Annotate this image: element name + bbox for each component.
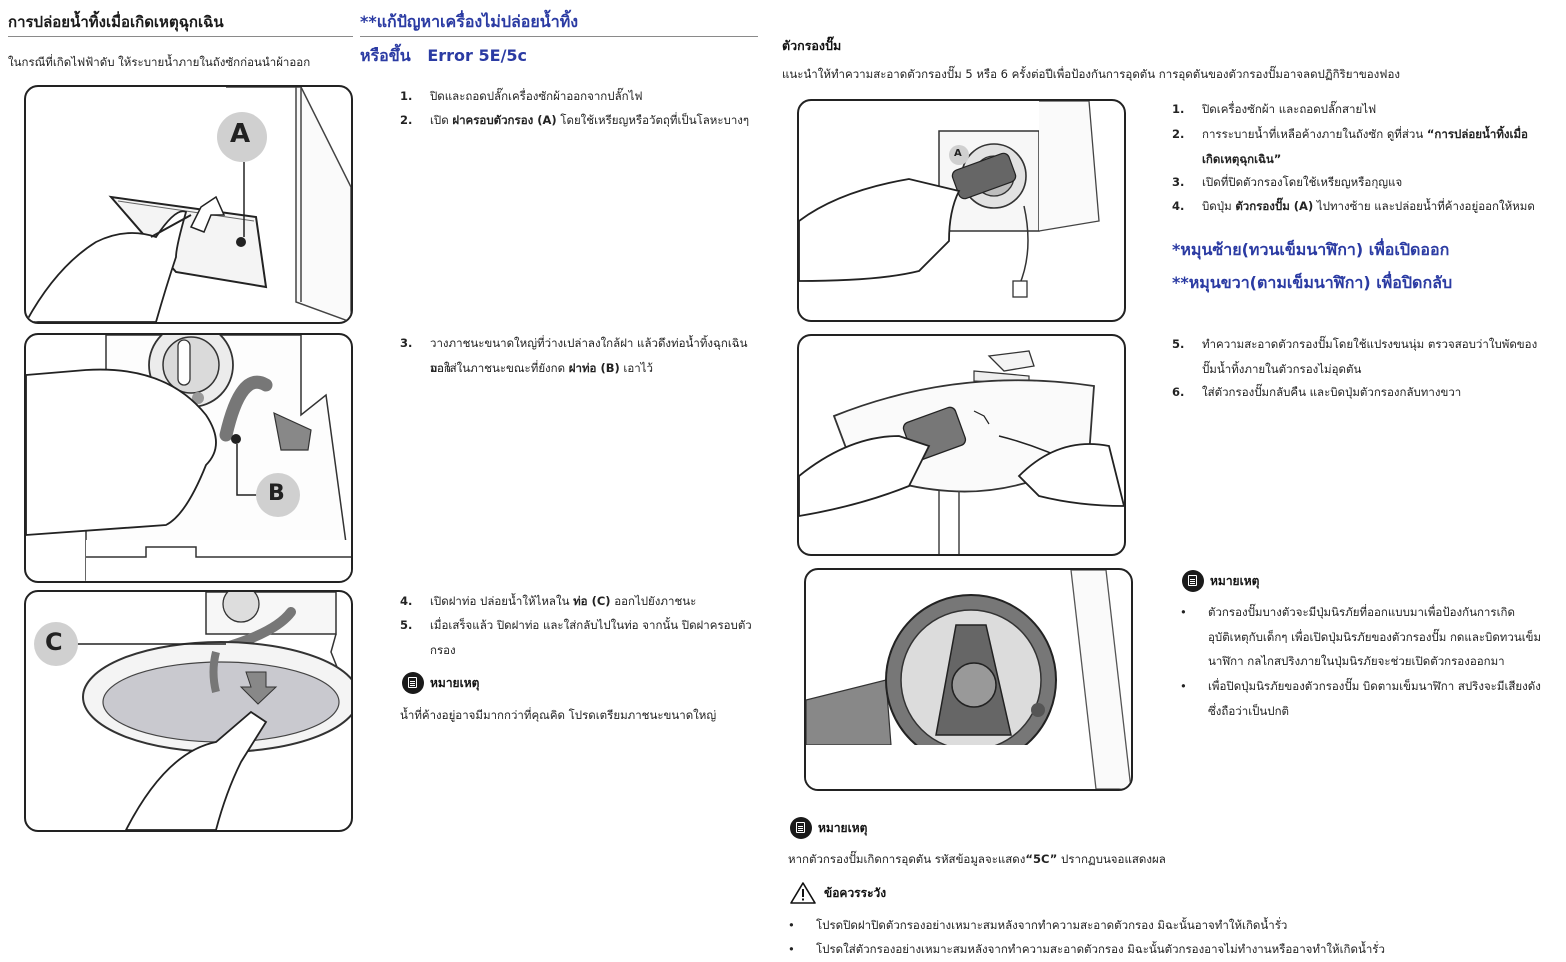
- bullet-line1: เพื่อปิดปุ่มนิรภัยของตัวกรองปั๊ม บิดตามเ…: [1208, 679, 1541, 693]
- mid-note-heading: หมายเหตุ: [402, 672, 479, 694]
- troubleshoot-heading-line2: หรือขึ้น Error 5E/5c: [360, 44, 527, 69]
- warning-triangle-icon: [790, 882, 816, 904]
- step-text: เปิด ฝาครอบตัวกรอง (A) โดยใช้เหรียญหรือว…: [430, 113, 750, 127]
- illustration-pull-out-hose: B: [24, 333, 353, 583]
- right-note1-bullet-1: • ตัวกรองปั๊มบางตัวจะมีปุ่มนิรภัยที่ออกแ…: [1180, 600, 1560, 674]
- bullet-line2: อุบัติเหตุกับเด็กๆ เพื่อเปิดปุ่มนิรภัยขอ…: [1208, 629, 1542, 644]
- turn-right-hint: **หมุนขวา(ตามเข็มนาฬิกา) เพื่อปิดกลับ: [1172, 273, 1453, 292]
- note-title: หมายเหตุ: [818, 820, 868, 835]
- bullet-line2: ซึ่งถือว่าเป็นปกติ: [1208, 703, 1290, 718]
- step-text-line2: เกิดเหตุฉุกเฉิน”: [1202, 151, 1282, 166]
- middle-title-rule: [360, 36, 758, 37]
- pump-filter-intro: แนะนำให้ทำความสะอาดตัวกรองปั๊ม 5 หรือ 6 …: [782, 67, 1400, 81]
- caution-title: ข้อควรระวัง: [824, 885, 887, 900]
- troubleshoot-heading-line1: **แก้ปัญหาเครื่องไม่ปล่อยน้ำทิ้ง: [360, 12, 579, 31]
- step-number: 3.: [400, 336, 413, 350]
- right-step-5: 5. ทำความสะอาดตัวกรองปั๊มโดยใช้แปรงขนนุ่…: [1172, 332, 1552, 382]
- step-text: เปิดที่ปิดตัวกรองโดยใช้เหรียญหรือกุญแจ: [1202, 175, 1403, 189]
- right-note2-heading: หมายเหตุ: [790, 817, 867, 839]
- note-title: หมายเหตุ: [430, 675, 480, 690]
- bullet-dot: •: [1180, 679, 1187, 693]
- step-text: เปิดฝาท่อ ปล่อยน้ำให้ไหลใน ท่อ (C) ออกไป…: [430, 594, 697, 608]
- step-text-line2: ปั๊มน้ำทิ้งภายในตัวกรองไม่อุดตัน: [1202, 361, 1362, 376]
- illustration-turn-pump-filter: A: [797, 99, 1126, 322]
- note-icon: [1182, 570, 1204, 592]
- left-title-rule: [8, 36, 353, 37]
- step-number: 2.: [400, 113, 413, 127]
- callout-a-label: A: [230, 119, 251, 149]
- bullet-dot: •: [788, 942, 795, 956]
- illustration-safety-button-filter: [804, 568, 1133, 791]
- mid-note-text: น้ำที่ค้างอยู่อาจมีมากกว่าที่คุณคิด โปรด…: [400, 708, 717, 722]
- callout-a-pump-label: A: [954, 148, 962, 159]
- step-text: บิดปุ่ม ตัวกรองปั๊ม (A) ไปทางซ้าย และปล่…: [1202, 199, 1535, 213]
- illustration-clean-filter-brush: [797, 334, 1126, 556]
- step-number: 6.: [1172, 385, 1185, 399]
- step-number: 1.: [400, 89, 413, 103]
- step-number: 4.: [400, 594, 413, 608]
- step-number: 2.: [1172, 127, 1185, 141]
- bullet-text: โปรดใส่ตัวกรองอย่างเหมาะสมหลังจากทำความส…: [816, 942, 1385, 956]
- emergency-drain-intro: ในกรณีที่เกิดไฟฟ้าดับ ให้ระบายน้ำภายในถั…: [8, 55, 311, 69]
- mid-step-5: 5. เมื่อเสร็จแล้ว ปิดฝาท่อ และใส่กลับไปใ…: [400, 613, 760, 663]
- illustration-drain-into-container: C: [24, 590, 353, 832]
- bullet-text: โปรดปิดฝาปิดตัวกรองอย่างเหมาะสมหลังจากทำ…: [816, 918, 1288, 932]
- step-text: ใส่ตัวกรองปั๊มกลับคืน และบิดปุ่มตัวกรองก…: [1202, 385, 1462, 399]
- step-number: 5.: [1172, 337, 1185, 351]
- step-number: 4.: [1172, 199, 1185, 213]
- illustration-open-filter-cover: A: [24, 85, 353, 324]
- emergency-drain-title: การปล่อยน้ำทิ้งเมื่อเกิดเหตุฉุกเฉิน: [8, 13, 224, 31]
- bullet-dot: •: [788, 918, 795, 932]
- right-note1-bullet-2: • เพื่อปิดปุ่มนิรภัยของตัวกรองปั๊ม บิดตา…: [1180, 674, 1560, 724]
- pump-filter-title: ตัวกรองปั๊ม: [782, 38, 842, 53]
- step-text-line2: กรอง: [430, 642, 456, 657]
- bullet-line1: ตัวกรองปั๊มบางตัวจะมีปุ่มนิรภัยที่ออกแบบ…: [1208, 605, 1515, 619]
- mid-step-3: 3. วางภาชนะขนาดใหญ่ที่ว่างเปล่าลงใกล้ฝา …: [400, 331, 760, 381]
- bullet-dot: •: [1180, 605, 1187, 619]
- bullet-line3: นาฬิกา กลไกสปริงภายในปุ่มนิรภัยจะช่วยเปิ…: [1208, 654, 1505, 668]
- callout-b-label: B: [268, 481, 285, 506]
- heading-prefix: หรือขึ้น: [360, 46, 411, 65]
- step-text-line1: เมื่อเสร็จแล้ว ปิดฝาท่อ และใส่กลับไปในท่…: [430, 618, 752, 632]
- caution-heading: ข้อควรระวัง: [790, 881, 886, 905]
- step-number: 1.: [1172, 102, 1185, 116]
- step-text-line1: การระบายน้ำที่เหลือค้างภายในถังซัก ดูที่…: [1202, 127, 1528, 141]
- note-icon: [790, 817, 812, 839]
- callout-c-label: C: [45, 628, 63, 656]
- turn-left-hint: *หมุนซ้าย(ทวนเข็มนาฬิกา) เพื่อเปิดออก: [1172, 240, 1450, 259]
- step-number: 5.: [400, 618, 413, 632]
- step-text: ปิดเครื่องซักผ้า และถอดปลั๊กสายไฟ: [1202, 102, 1377, 116]
- step-text-line2: มาใส่ในภาชนะขณะที่ยังกด ฝาท่อ (B) เอาไว้: [430, 360, 653, 375]
- note-title: หมายเหตุ: [1210, 573, 1260, 588]
- step-number: 3.: [1172, 175, 1185, 189]
- right-note1-heading: หมายเหตุ: [1182, 570, 1259, 592]
- right-step-2: 2. การระบายน้ำที่เหลือค้างภายในถังซัก ดู…: [1172, 122, 1552, 172]
- step-text-line1: ทำความสะอาดตัวกรองปั๊มโดยใช้แปรงขนนุ่ม ต…: [1202, 337, 1538, 351]
- right-note2-text: หากตัวกรองปั๊มเกิดการอุดตัน รหัสข้อมูลจะ…: [788, 852, 1166, 866]
- step-text: ปิดและถอดปลั๊กเครื่องซักผ้าออกจากปลั๊กไฟ: [430, 89, 643, 103]
- note-icon: [402, 672, 424, 694]
- error-code: Error 5E/5c: [427, 46, 528, 65]
- step-text-line1: วางภาชนะขนาดใหญ่ที่ว่างเปล่าลงใกล้ฝา แล้…: [430, 336, 748, 375]
